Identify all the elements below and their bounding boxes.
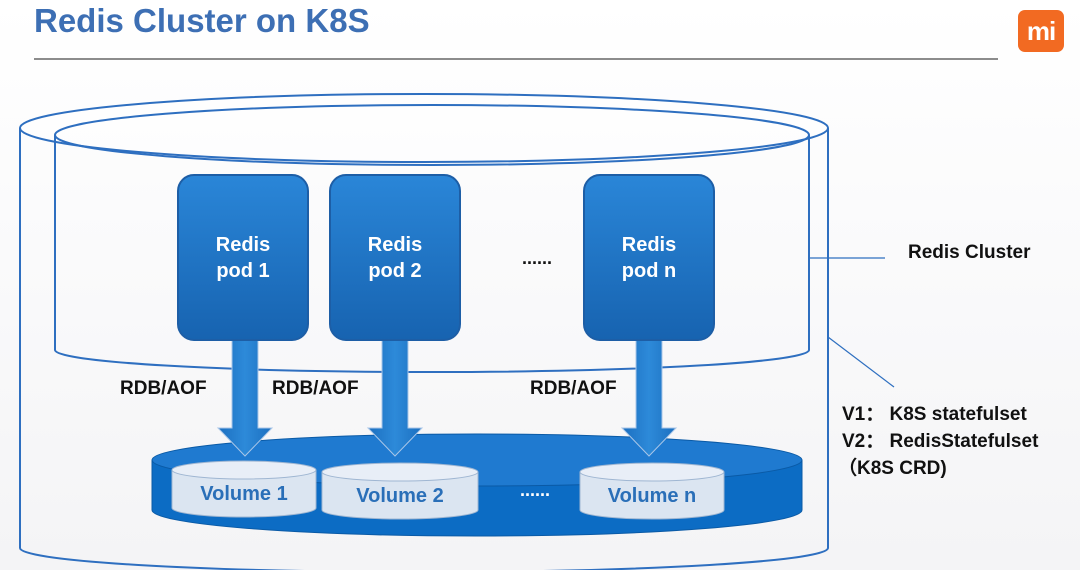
title-divider	[34, 58, 998, 60]
volume-n: Volume n	[579, 462, 725, 520]
outer-cylinder	[19, 128, 829, 570]
version-2-subnote: （K8S CRD)	[838, 456, 947, 479]
pods-ellipsis: ......	[522, 248, 552, 268]
redis-pod-1: Redis pod 1	[177, 174, 309, 341]
arrow-2-label: RDB/AOF	[272, 378, 359, 399]
slide-title: Redis Cluster on K8S	[34, 2, 370, 39]
volume-n-label: Volume n	[608, 485, 697, 507]
pod-n-line2: pod n	[622, 260, 676, 282]
redis-cluster-label: Redis Cluster	[908, 242, 1031, 263]
pod-2-line2: pod 2	[368, 260, 421, 282]
version-2-note: V2： RedisStatefulset	[842, 431, 1039, 452]
volume-1: Volume 1	[171, 460, 317, 518]
redis-pod-2: Redis pod 2	[329, 174, 461, 341]
cluster-cylinder-top	[54, 104, 810, 166]
version-1-note: V1： K8S statefulset	[842, 404, 1027, 425]
cluster-cylinder	[54, 135, 810, 373]
k8s-callout-line	[827, 336, 895, 388]
arrow-1-label: RDB/AOF	[120, 378, 207, 399]
arrow-pod-1-to-volume-1	[216, 337, 274, 457]
redis-pod-n: Redis pod n	[583, 174, 715, 341]
volume-1-label: Volume 1	[200, 483, 287, 505]
pod-1-line1: Redis	[216, 234, 270, 256]
pod-1-line2: pod 1	[216, 260, 269, 282]
mi-logo: mi	[1018, 10, 1064, 52]
volumes-ellipsis: ......	[520, 480, 550, 500]
arrow-pod-2-to-volume-2	[366, 337, 424, 457]
pod-n-line1: Redis	[622, 234, 676, 256]
arrow-n-label: RDB/AOF	[530, 378, 617, 399]
arrow-pod-n-to-volume-n	[620, 337, 678, 457]
volume-2: Volume 2	[321, 462, 479, 520]
pod-2-line1: Redis	[368, 234, 422, 256]
volume-2-label: Volume 2	[356, 485, 443, 507]
